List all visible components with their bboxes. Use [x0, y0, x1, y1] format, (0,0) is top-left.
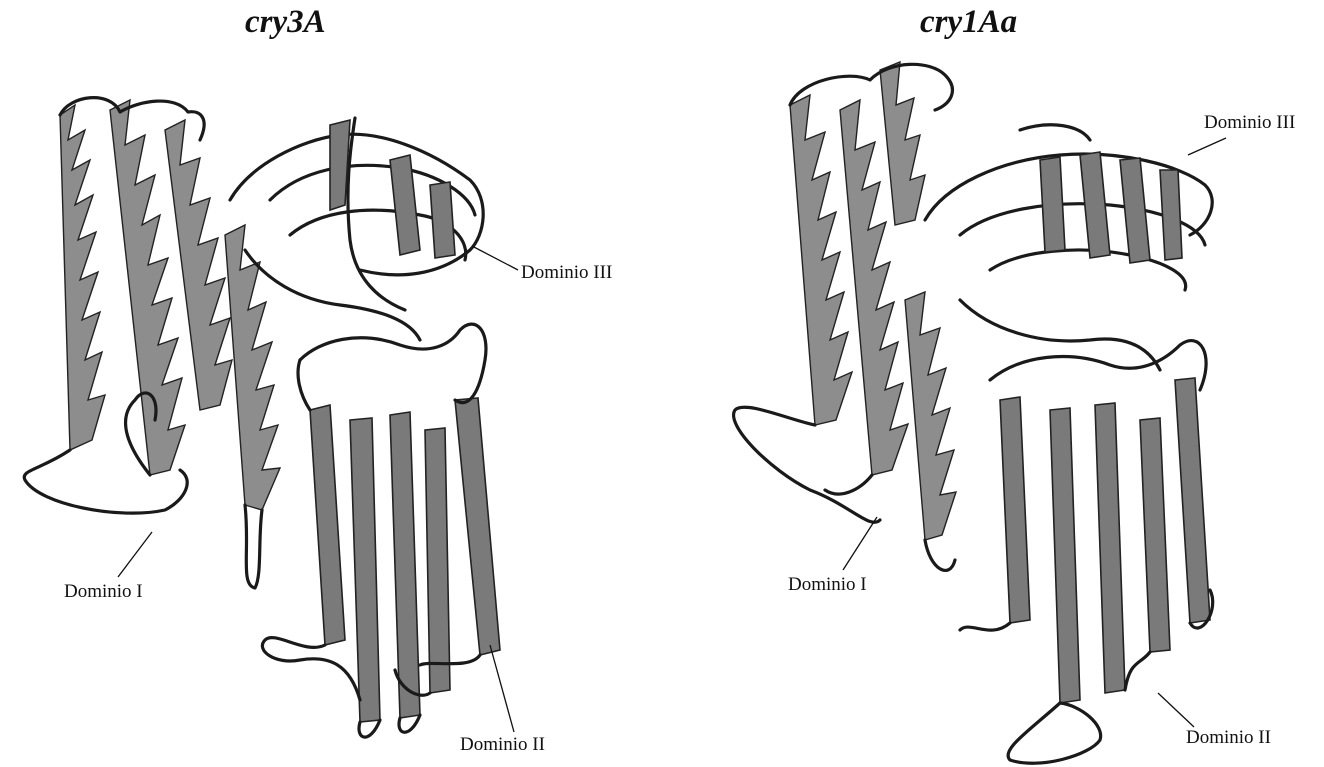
cry3a-domain-3-label: Dominio III: [521, 262, 612, 284]
cry3a-domain-1-label: Dominio I: [64, 581, 143, 603]
cry3a-domain-2-strands: [262, 324, 500, 737]
cry1aa-domain-2-leader: [1158, 693, 1194, 727]
cry3a-domain-3-leader: [472, 246, 518, 270]
cry1aa-domain-3-sheets: [925, 125, 1212, 370]
cry3a-domain-3-sheets: [230, 118, 483, 340]
cry1aa-domain-2-label: Dominio II: [1186, 727, 1271, 749]
cry1aa-domain-2-strands: [960, 341, 1213, 764]
cry1aa-domain-3-leader: [1188, 138, 1226, 155]
cry3a-domain-2-leader: [490, 645, 514, 732]
cry3a-domain-2-label: Dominio II: [460, 734, 545, 756]
cry3a-domain-1-helices: [24, 98, 280, 588]
cry1aa-domain-1-label: Dominio I: [788, 574, 867, 596]
cry1aa-domain-1-leader: [843, 517, 877, 570]
cry1aa-domain-3-label: Dominio III: [1204, 112, 1295, 134]
cry3a-domain-1-leader: [118, 532, 152, 577]
cry1aa-domain-1-helices: [734, 62, 956, 570]
